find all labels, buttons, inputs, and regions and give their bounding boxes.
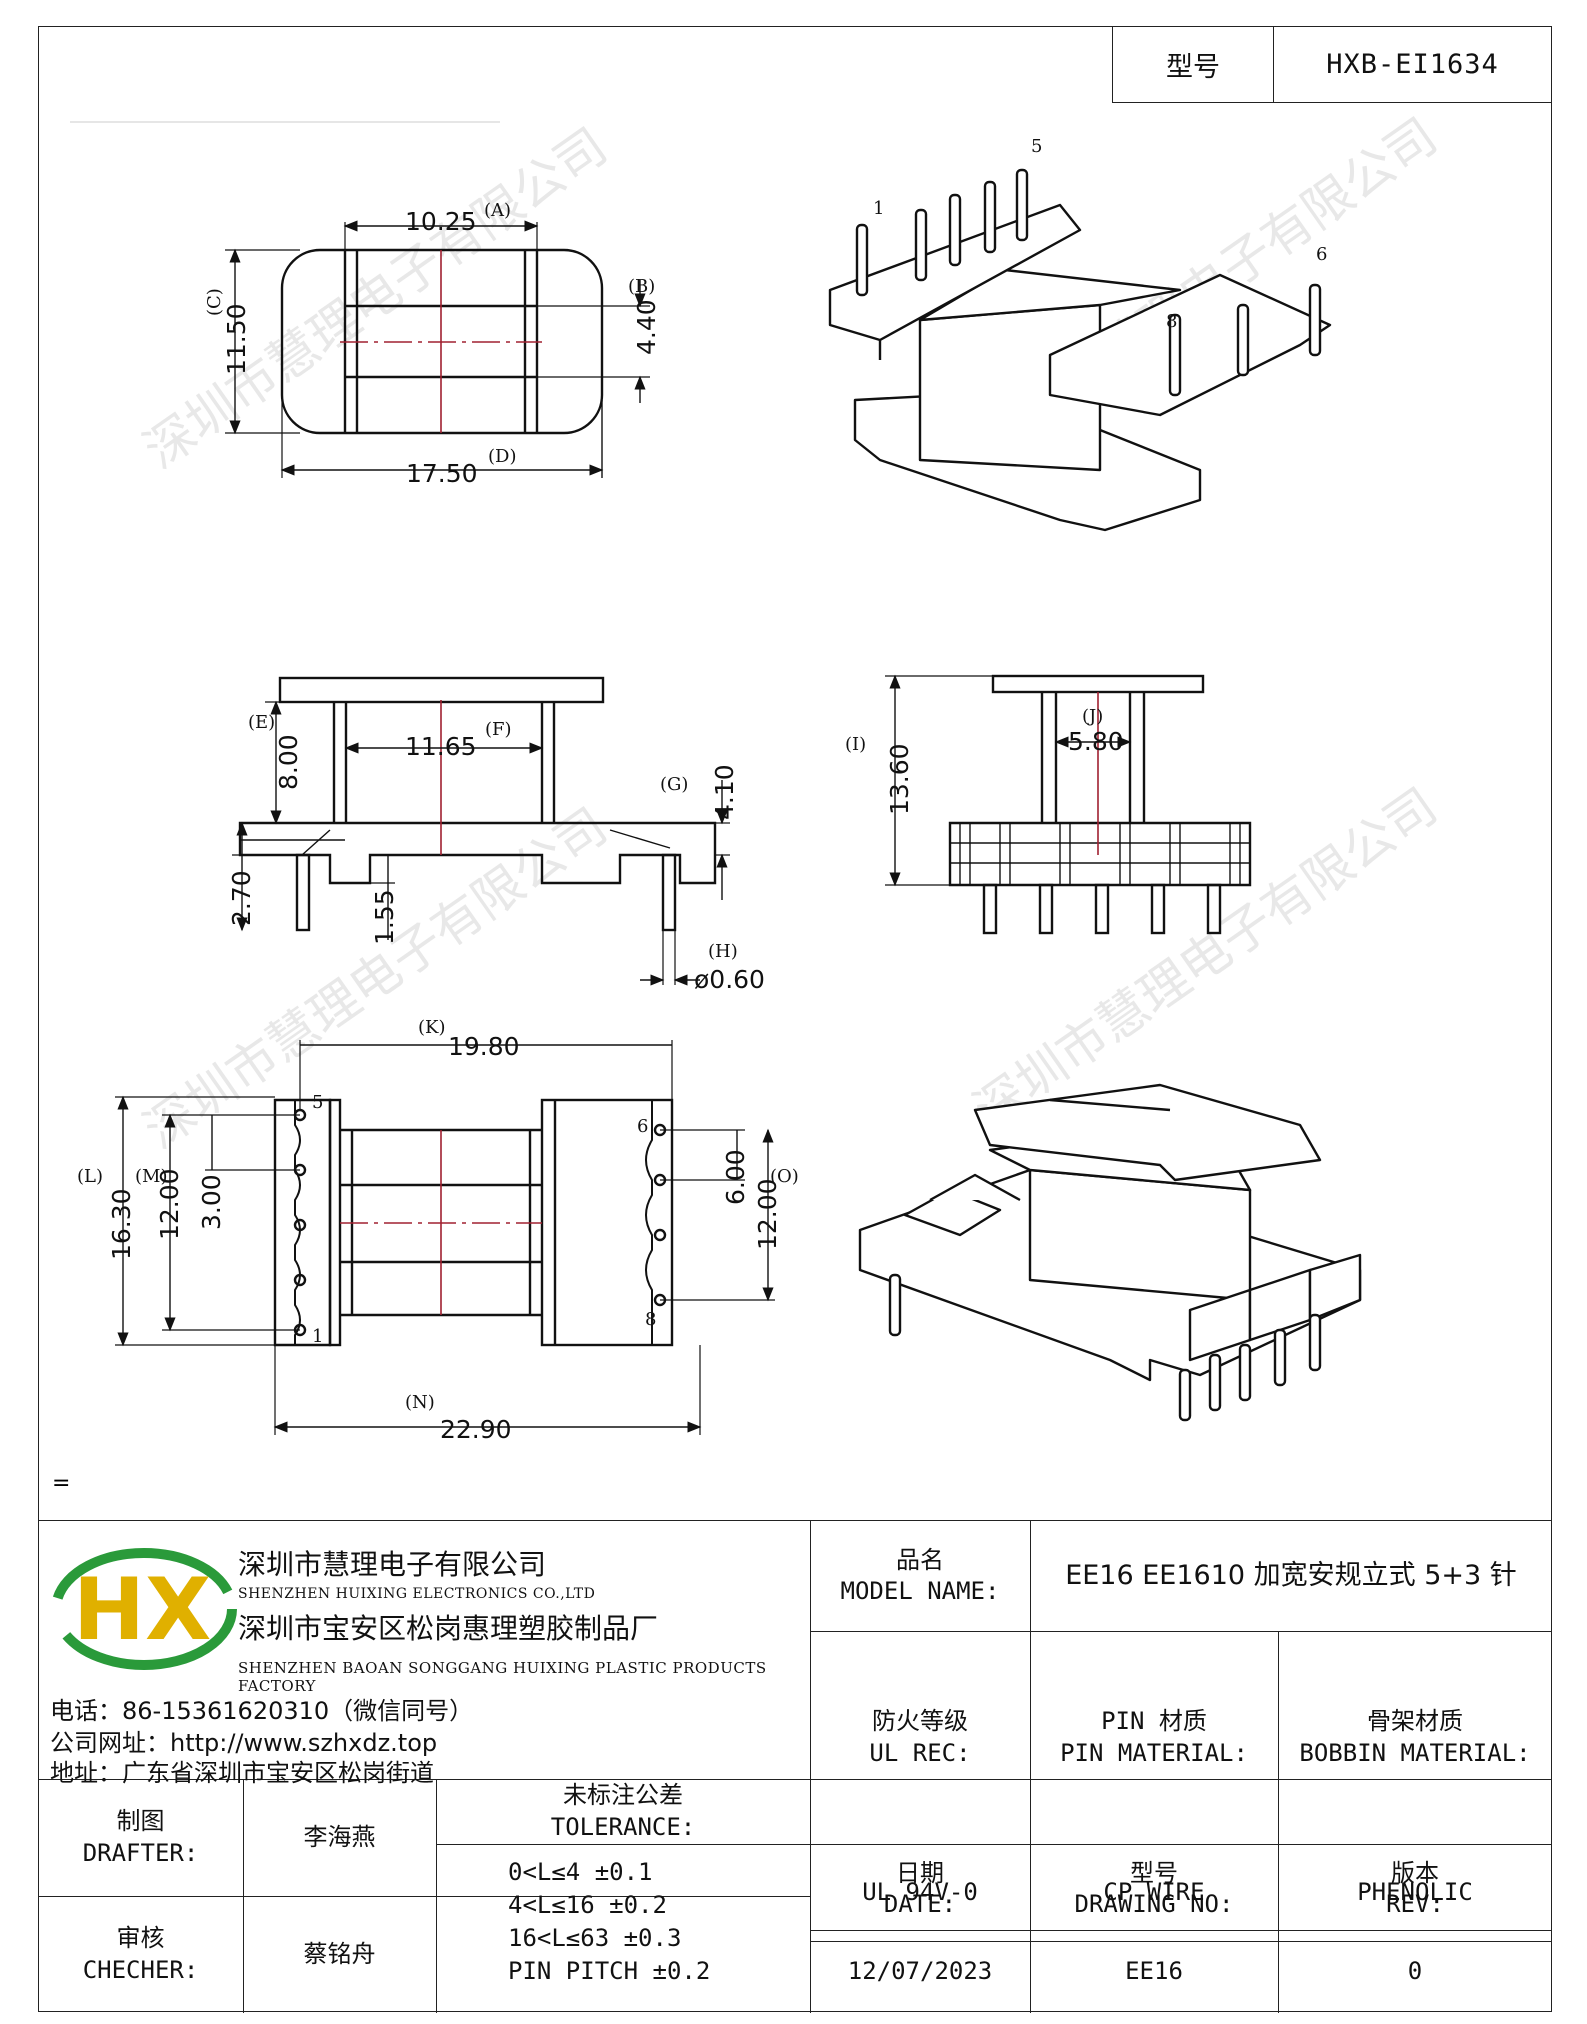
svg-text:8: 8 [645, 1309, 656, 1330]
model-name-header: 品名 MODEL NAME: [840, 1545, 1000, 1605]
svg-text:(B): (B) [628, 276, 655, 297]
svg-text:16.30: 16.30 [107, 1188, 136, 1260]
pin-material-value: CP WIRE [1103, 1877, 1205, 1906]
company-phone: 电话：86-15361620310（微信同号） [50, 1697, 474, 1725]
isometric-view-2 [858, 1083, 1362, 1422]
bobbin-material-header: 骨架材质 BOBBIN MATERIAL: [1299, 1707, 1531, 1767]
bobbin-material-value: PHENOLIC [1357, 1877, 1473, 1906]
svg-text:10.25: 10.25 [405, 207, 477, 236]
svg-text:6: 6 [1316, 244, 1327, 265]
svg-text:(N): (N) [405, 1392, 435, 1413]
svg-text:17.50: 17.50 [406, 459, 478, 488]
svg-text:11.65: 11.65 [405, 732, 477, 761]
svg-text:8.00: 8.00 [274, 734, 303, 790]
svg-text:12.00: 12.00 [155, 1168, 184, 1240]
front-view-labels: 8.00 (E) 11.65 (F) 4.10 (G) 2.70 1.55 ø0… [227, 712, 765, 994]
top-view-labels: 10.25 (A) 4.40 (B) 11.50 (C) 17.50 (D) [204, 200, 661, 488]
svg-text:(J): (J) [1082, 706, 1103, 727]
ul-rec-header: 防火等级 UL REC: [869, 1707, 971, 1767]
drawing-frame [38, 26, 1552, 2012]
tolerance-header: 未标注公差 TOLERANCE: [550, 1781, 696, 1841]
svg-text:12.00: 12.00 [753, 1178, 782, 1250]
watermark: 深圳市慧理电子有限公司 深圳市慧理电子有限公司 深圳市慧理电子有限公司 深圳市慧… [134, 107, 1448, 1160]
svg-text:13.60: 13.60 [885, 743, 914, 815]
drafter-header: 制图 DRAFTER: [82, 1807, 199, 1867]
drawing-no-header: 型号 DRAWING NO: [1074, 1858, 1234, 1918]
checker-header: 审核 CHECHER: [82, 1924, 199, 1984]
svg-text:11.50: 11.50 [222, 303, 251, 375]
technical-drawing: 深圳市慧理电子有限公司 深圳市慧理电子有限公司 深圳市慧理电子有限公司 深圳市慧… [52, 107, 1448, 1496]
checker-name: 蔡铭舟 [303, 1939, 376, 1968]
date-revision-block: 日期 DATE: 型号 DRAWING NO: 版本 REV: 12/07/20… [810, 1848, 1552, 2012]
model-value: HXB-EI1634 [1326, 49, 1499, 80]
svg-text:22.90: 22.90 [440, 1415, 512, 1444]
svg-text:深圳市慧理电子有限公司: 深圳市慧理电子有限公司 [134, 797, 618, 1160]
svg-text:5.80: 5.80 [1068, 727, 1124, 756]
tolerance-table: 0<L≤4 ±0.1 4<L≤16 ±0.2 16<L≤63 ±0.3 PIN … [508, 1858, 711, 1986]
side-view [885, 674, 1252, 935]
title-block: HX 深圳市慧理电子有限公司 SHENZHEN HUIXING ELECTRON… [38, 1520, 1552, 2013]
company-name-cn: 深圳市慧理电子有限公司 [238, 1548, 547, 1581]
bottom-view [115, 1040, 775, 1435]
svg-text:(M): (M) [135, 1166, 167, 1187]
stray-mark: = [52, 1471, 70, 1496]
top-view [225, 220, 650, 478]
svg-text:(A): (A) [484, 200, 511, 221]
svg-text:6: 6 [637, 1116, 648, 1137]
svg-text:2.70: 2.70 [227, 870, 256, 926]
factory-name-cn: 深圳市宝安区松岗惠理塑胶制品厂 [238, 1612, 659, 1645]
svg-text:8: 8 [1166, 311, 1177, 332]
svg-text:(D): (D) [488, 446, 516, 467]
company-name-en: SHENZHEN HUIXING ELECTRONICS CO.,LTD [238, 1586, 596, 1602]
svg-text:(I): (I) [845, 734, 866, 755]
svg-text:19.80: 19.80 [448, 1032, 520, 1061]
factory-name-en: SHENZHEN BAOAN SONGGANG HUIXING PLASTIC … [238, 1659, 767, 1695]
svg-text:(F): (F) [485, 719, 512, 740]
side-view-labels: 13.60 (I) 5.80 (J) [845, 706, 1124, 815]
company-website: 公司网址：http://www.szhxdz.top [50, 1729, 438, 1757]
svg-text:ø0.60: ø0.60 [694, 965, 765, 994]
front-view [232, 676, 730, 986]
model-name-value: EE16 EE1610 加宽安规立式 5+3 针 [1065, 1560, 1517, 1592]
svg-text:1.55: 1.55 [370, 889, 399, 945]
rev-value: 0 [1407, 1957, 1423, 1985]
svg-text:5: 5 [312, 1092, 323, 1113]
bottom-view-labels: 19.80 (K) 16.30 (L) 12.00 (M) 3.00 6.00 … [77, 1017, 799, 1444]
svg-text:6.00: 6.00 [721, 1149, 750, 1205]
svg-text:1: 1 [312, 1326, 323, 1347]
model-number-box: 型号 HXB-EI1634 [1112, 26, 1552, 103]
svg-text:(H): (H) [708, 941, 738, 962]
company-address: 地址：广东省深圳市宝安区松岗街道 [50, 1759, 434, 1787]
svg-text:(E): (E) [248, 712, 275, 733]
ul-rec-value: UL 94V-0 [862, 1877, 978, 1906]
svg-text:(L): (L) [77, 1166, 103, 1187]
svg-text:3.00: 3.00 [197, 1174, 226, 1230]
svg-text:HX: HX [73, 1560, 211, 1660]
drawing-no-value: EE16 [1125, 1957, 1183, 1985]
svg-text:(K): (K) [418, 1017, 446, 1038]
svg-text:5: 5 [1031, 136, 1042, 157]
rev-header: 版本 REV: [1386, 1858, 1444, 1918]
svg-text:深圳市慧理电子有限公司: 深圳市慧理电子有限公司 [964, 777, 1448, 1140]
model-label: 型号 [1113, 27, 1274, 102]
svg-text:(G): (G) [660, 774, 688, 795]
isometric-1-labels: 1 5 6 8 [873, 136, 1327, 332]
svg-text:1: 1 [873, 198, 884, 219]
drafter-name: 李海燕 [303, 1822, 376, 1851]
date-value: 12/07/2023 [847, 1957, 993, 1985]
isometric-view-1 [828, 168, 1332, 532]
svg-text:4.10: 4.10 [710, 764, 739, 820]
company-info: HX 深圳市慧理电子有限公司 SHENZHEN HUIXING ELECTRON… [38, 1521, 810, 1787]
svg-text:(O): (O) [770, 1166, 799, 1187]
svg-text:(C): (C) [204, 288, 225, 316]
svg-text:4.40: 4.40 [632, 299, 661, 355]
pin-material-header: PIN 材质 PIN MATERIAL: [1060, 1707, 1248, 1767]
company-logo: HX [51, 1548, 237, 1670]
date-header: 日期 DATE: [883, 1858, 957, 1918]
